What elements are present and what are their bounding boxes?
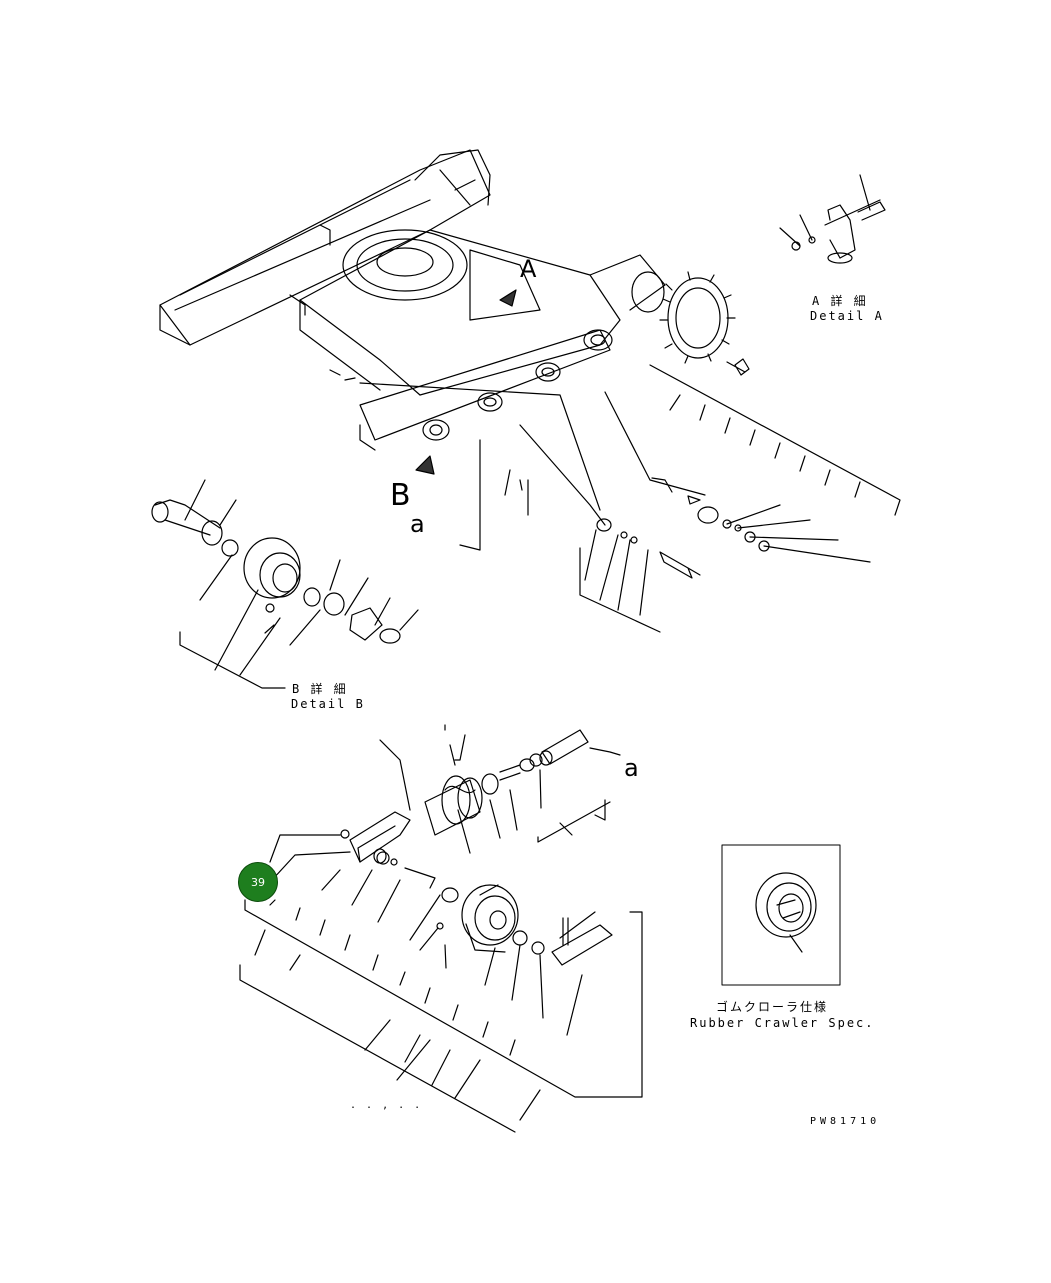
lower-assembly [340, 729, 613, 966]
part-hotspot-39[interactable]: 39 [238, 862, 278, 902]
frame-rollers [422, 329, 613, 441]
view-ref-b: B [390, 478, 411, 513]
arrow-ref-a-right: a [624, 754, 639, 782]
detail-b-parts [151, 479, 419, 689]
rubber-crawler-en: Rubber Crawler Spec. [690, 1016, 875, 1030]
rubber-crawler-inset [721, 844, 841, 986]
rubber-crawler-jp: ゴムクローラ仕様 [716, 1000, 829, 1014]
view-ref-a: A [520, 255, 537, 283]
sprocket [659, 271, 750, 376]
detail-a-parts [779, 174, 886, 264]
detail-a-en: Detail A [810, 309, 884, 323]
lower-leaders [239, 724, 643, 1133]
drawing-number: PW81710 [810, 1116, 881, 1127]
detail-b-en: Detail B [291, 697, 365, 711]
arrow-ref-a-lower: a [410, 510, 425, 538]
detail-b-jp: B 詳 細 [292, 682, 348, 696]
view-arrows [415, 289, 517, 475]
detail-a-jp: A 詳 細 [812, 294, 868, 308]
footnote-dots: . . , . . [350, 1100, 423, 1111]
upper-leaders [329, 364, 901, 633]
track-frame [159, 149, 666, 451]
